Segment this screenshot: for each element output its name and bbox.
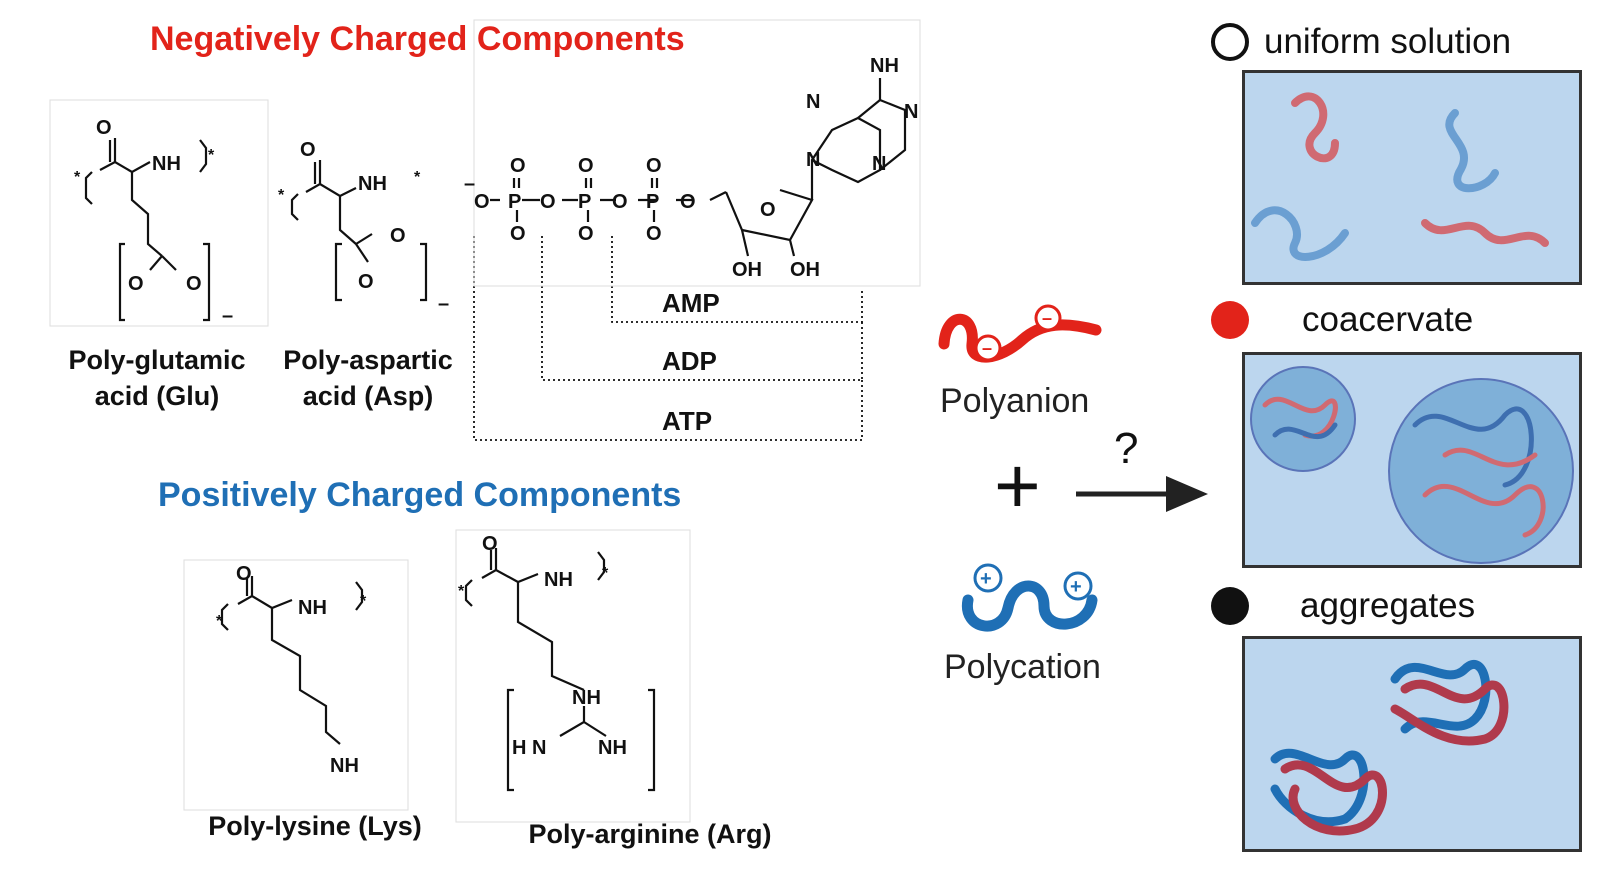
svg-text:O: O (510, 223, 526, 245)
state-label-uniform: uniform solution (1264, 22, 1512, 61)
svg-text:O: O (578, 155, 594, 177)
polycation-icon: + + (962, 563, 1098, 632)
svg-text:–: – (982, 338, 992, 358)
reaction-arrow-icon (1076, 476, 1208, 512)
plus-sign: + (994, 441, 1041, 530)
svg-text:*: * (74, 169, 81, 186)
svg-text:OH: OH (790, 259, 820, 281)
svg-text:O: O (680, 191, 696, 213)
nucleotide-brackets (473, 236, 863, 441)
svg-text:O: O (646, 223, 662, 245)
glu-caption: Poly-glutamic acid (Glu) (68, 345, 246, 411)
question-mark: ? (1114, 424, 1139, 473)
svg-text:*: * (414, 169, 421, 186)
svg-text:NH: NH (572, 687, 601, 709)
svg-text:P: P (646, 191, 659, 213)
svg-text:–: – (438, 293, 449, 315)
svg-text:O: O (96, 117, 112, 139)
svg-text:O: O (510, 155, 526, 177)
svg-text:–: – (464, 173, 475, 195)
svg-text:O: O (760, 199, 776, 221)
svg-text:N: N (806, 149, 820, 171)
coacervate-panel (1242, 352, 1582, 568)
asp-structure (290, 160, 428, 302)
lys-structure (220, 576, 364, 745)
svg-text:NH: NH (870, 55, 899, 77)
svg-text:*: * (360, 593, 367, 610)
svg-text:O: O (128, 273, 144, 295)
svg-text:O: O (300, 139, 316, 161)
state-label-aggregates: aggregates (1300, 586, 1476, 625)
svg-text:+: + (1070, 576, 1082, 598)
svg-text:+: + (980, 568, 992, 590)
svg-text:*: * (216, 613, 223, 630)
svg-text:O: O (358, 271, 374, 293)
lys-caption: Poly-lysine (Lys) (208, 811, 422, 841)
svg-text:*: * (602, 565, 609, 582)
open-circle-icon (1211, 23, 1249, 61)
svg-text:O: O (390, 225, 406, 247)
positive-components-heading: Positively Charged Components (158, 476, 682, 514)
negative-components-heading: Negatively Charged Components (150, 20, 685, 58)
svg-text:P: P (508, 191, 521, 213)
svg-text:NH: NH (598, 737, 627, 759)
dispersed-strands (1251, 92, 1549, 261)
svg-text:NH: NH (358, 173, 387, 195)
red-dot-icon (1211, 301, 1249, 339)
svg-text:H: H (512, 737, 526, 759)
svg-text:N: N (806, 91, 820, 113)
svg-text:OH: OH (732, 259, 762, 281)
coacervate-droplets (1250, 366, 1574, 564)
polyanion-icon: – – (938, 304, 1102, 363)
polycation-label: Polycation (944, 648, 1101, 686)
svg-text:N: N (532, 737, 546, 759)
amp-label: AMP (662, 288, 720, 318)
svg-text:N: N (904, 101, 918, 123)
glu-structure (84, 138, 211, 322)
svg-text:*: * (278, 187, 285, 204)
svg-text:*: * (208, 147, 215, 164)
black-dot-icon (1211, 587, 1249, 625)
svg-text:–: – (1042, 308, 1052, 328)
svg-text:O: O (612, 191, 628, 213)
svg-text:O: O (646, 155, 662, 177)
atp-label: ATP (662, 406, 713, 436)
svg-text:N: N (872, 153, 886, 175)
svg-text:NH: NH (544, 569, 573, 591)
svg-text:O: O (474, 191, 490, 213)
svg-text:–: – (222, 305, 233, 327)
polyanion-label: Polyanion (940, 382, 1090, 420)
svg-text:NH: NH (298, 597, 327, 619)
svg-text:O: O (186, 273, 202, 295)
svg-text:O: O (236, 563, 252, 585)
arg-structure (464, 548, 656, 792)
svg-text:O: O (578, 223, 594, 245)
svg-text:*: * (458, 583, 465, 600)
arg-caption: Poly-arginine (Arg) (528, 819, 772, 849)
aggregate-clusters (1270, 659, 1509, 836)
svg-text:O: O (540, 191, 556, 213)
svg-text:P: P (578, 191, 591, 213)
adp-label: ADP (662, 346, 717, 376)
state-label-coacervate: coacervate (1302, 300, 1474, 339)
svg-text:NH: NH (152, 153, 181, 175)
uniform-solution-panel (1242, 70, 1582, 285)
atp-structure (490, 78, 907, 257)
svg-text:O: O (482, 533, 498, 555)
svg-text:NH: NH (330, 755, 359, 777)
asp-caption: Poly-aspartic acid (Asp) (283, 345, 453, 411)
aggregates-panel (1242, 636, 1582, 852)
